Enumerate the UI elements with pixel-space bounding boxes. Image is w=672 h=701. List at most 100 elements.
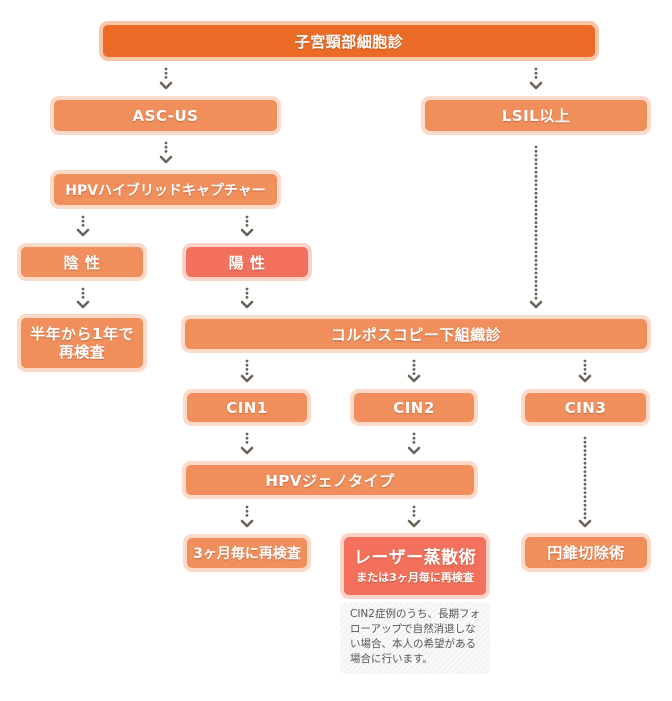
- connector-dot: [245, 296, 249, 299]
- connector-dot: [534, 238, 538, 241]
- connector-dot: [534, 221, 538, 224]
- connector-dot: [412, 514, 416, 517]
- node-positive: 陽 性: [182, 243, 312, 281]
- connector-dot: [412, 436, 416, 440]
- chevron-down-icon: [407, 374, 421, 383]
- arrow-hpv-to-positive: [240, 215, 254, 237]
- chevron-down-icon: [240, 300, 254, 309]
- connector-dot: [164, 141, 168, 145]
- arrow-asc-us-to-hpv: [159, 141, 173, 164]
- chevron-down-icon: [529, 81, 543, 90]
- dotted-arrow-icon: [529, 145, 543, 309]
- connector-dot: [534, 71, 538, 75]
- connector-dot: [412, 432, 416, 436]
- arrow-cytology-to-lsil: [529, 67, 543, 90]
- chevron-down-icon: [76, 228, 90, 237]
- connector-dot: [583, 359, 587, 363]
- connector-dot: [534, 284, 538, 287]
- connector-dot: [583, 453, 587, 457]
- dotted-arrow-icon: [240, 287, 254, 309]
- connector-dot: [534, 271, 538, 275]
- connector-dot: [412, 368, 416, 371]
- connector-dot: [245, 509, 249, 513]
- connector-dot: [245, 363, 249, 367]
- chevron-down-icon: [76, 300, 90, 309]
- dotted-arrow-icon: [240, 359, 254, 383]
- arrow-cin3-to-conization: [578, 436, 592, 528]
- node-recheck-half-year: 半年から1年で 再検査: [17, 314, 147, 372]
- connector-dot: [583, 436, 587, 440]
- connector-dot: [245, 372, 249, 375]
- connector-dot: [534, 170, 538, 174]
- node-hpv-hybrid-capture-label: HPVハイブリッドキャプチャー: [65, 182, 266, 199]
- connector-dot: [583, 516, 587, 520]
- node-cytology: 子宮頸部細胞診: [99, 21, 599, 61]
- node-hpv-genotype: HPVジェノタイプ: [182, 461, 478, 499]
- chevron-down-icon: [407, 519, 421, 528]
- connector-dot: [583, 368, 587, 371]
- node-recheck-half-year-line1: 半年から1年で: [30, 325, 134, 343]
- connector-dot: [534, 76, 538, 79]
- connector-dot: [583, 512, 587, 515]
- connector-dot: [534, 288, 538, 292]
- connector-dot: [534, 217, 538, 220]
- connector-dot: [245, 291, 249, 295]
- connector-dot: [534, 145, 538, 149]
- connector-dot: [245, 514, 249, 517]
- connector-dot: [412, 359, 416, 363]
- dotted-arrow-icon: [76, 215, 90, 237]
- connector-dot: [534, 183, 538, 187]
- dotted-arrow-icon: [407, 505, 421, 528]
- node-asc-us-label: ASC-US: [132, 106, 199, 125]
- connector-dot: [534, 212, 538, 216]
- arrow-lsil-to-colposcopy: [529, 145, 543, 309]
- arrow-colposcopy-to-cin1: [240, 359, 254, 383]
- node-cin3-label: CIN3: [564, 398, 607, 417]
- connector-dot: [412, 363, 416, 367]
- connector-dot: [81, 224, 85, 227]
- chevron-down-icon: [159, 155, 173, 164]
- node-negative-label: 陰 性: [63, 253, 101, 272]
- node-laser-main: レーザー蒸散術: [353, 547, 477, 568]
- arrow-negative-to-recheck: [76, 287, 90, 309]
- arrow-positive-to-colposcopy: [240, 287, 254, 309]
- connector-dot: [245, 359, 249, 363]
- node-recheck-3-months: 3ヶ月毎に再検査: [183, 534, 311, 572]
- connector-dot: [583, 457, 587, 461]
- connector-dot: [534, 229, 538, 233]
- connector-dot: [534, 263, 538, 266]
- connector-dot: [164, 71, 168, 75]
- connector-dot: [583, 495, 587, 499]
- arrow-genotype-to-recheck: [240, 505, 254, 528]
- node-asc-us: ASC-US: [50, 96, 281, 135]
- connector-dot: [583, 461, 587, 465]
- arrow-cin1-to-genotype: [240, 432, 254, 455]
- laser-note: CIN2症例のうち、長期フォローアップで自然消退しない場合、本人の希望がある場合…: [340, 602, 490, 674]
- node-laser-sub: または3ヶ月毎に再検査: [356, 571, 474, 585]
- connector-dot: [412, 441, 416, 444]
- connector-dot: [534, 200, 538, 203]
- dotted-arrow-icon: [529, 67, 543, 90]
- connector-dot: [583, 478, 587, 482]
- dotted-arrow-icon: [76, 287, 90, 309]
- connector-dot: [245, 505, 249, 509]
- connector-dot: [534, 242, 538, 245]
- chevron-down-icon: [578, 519, 592, 528]
- connector-dot: [534, 280, 538, 283]
- node-laser: レーザー蒸散術 または3ヶ月毎に再検査: [340, 533, 490, 599]
- connector-dot: [534, 292, 538, 296]
- connector-dot: [164, 76, 168, 79]
- dotted-arrow-icon: [240, 432, 254, 455]
- connector-dot: [534, 254, 538, 258]
- connector-dot: [245, 219, 249, 223]
- connector-dot: [583, 363, 587, 367]
- arrow-colposcopy-to-cin2: [407, 359, 421, 383]
- connector-dot: [534, 187, 538, 191]
- dotted-arrow-icon: [159, 67, 173, 90]
- chevron-down-icon: [159, 81, 173, 90]
- node-colposcopy-label: コルポスコピー下組織診: [330, 325, 502, 344]
- connector-dot: [583, 474, 587, 478]
- connector-dot: [583, 508, 587, 511]
- arrow-hpv-to-negative: [76, 215, 90, 237]
- connector-dot: [534, 158, 538, 161]
